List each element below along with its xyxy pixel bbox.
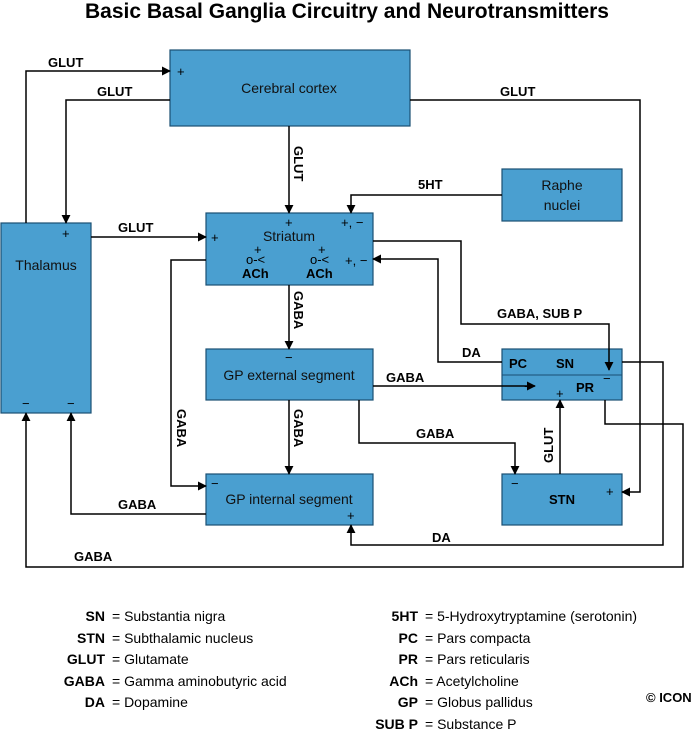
gp-internal-box <box>205 473 374 526</box>
ach-left-synapse: o-< <box>246 252 265 267</box>
edge-sn-striatum-da <box>372 254 502 363</box>
legend-abbr: PC <box>398 629 418 646</box>
legend-abbr: GLUT <box>66 651 105 667</box>
legend-definition: = 5-Hydroxytryptamine (serotonin) <box>425 608 638 624</box>
stn-box <box>501 473 623 526</box>
legend-definition: = Glutamate <box>112 651 189 667</box>
sign-thalamus-minus-right: − <box>67 396 75 411</box>
legend-definition: = Dopamine <box>112 694 188 710</box>
legend-definition: = Gamma aminobutyric acid <box>112 672 287 689</box>
stn-label: STN <box>549 492 575 507</box>
label-gaba-sn-thalamus: GABA <box>74 549 113 564</box>
gpe-label: GP external segment <box>223 367 354 383</box>
sign-sn-minus-left: − <box>524 379 532 394</box>
sign-cortex-plus: + <box>177 64 185 79</box>
label-glut-cortex-stn: GLUT <box>500 84 535 99</box>
edge-gpi-thalamus <box>66 412 206 515</box>
ach-right-label: ACh <box>306 266 333 281</box>
legend-abbr: PR <box>398 651 418 667</box>
sign-gpi-plus: + <box>347 508 355 523</box>
raphe-label-line1: Raphe <box>541 177 582 193</box>
label-gaba-subp: GABA, SUB P <box>497 306 583 321</box>
edge-thalamus-cortex <box>25 66 171 223</box>
edge-striatum-sn <box>373 240 614 371</box>
thalamus-label: Thalamus <box>15 257 76 273</box>
sign-stn-minus: − <box>511 476 519 491</box>
sign-striatum-plusminus-top: +, − <box>341 215 363 230</box>
legend-definition: = Substantia nigra <box>112 608 226 624</box>
label-gaba-striatum-gpi: GABA <box>174 409 189 448</box>
ach-right-synapse: o-< <box>310 252 329 267</box>
legend-abbr: 5HT <box>391 608 418 624</box>
label-glut-stn-sn: GLUT <box>541 428 556 463</box>
edge-striatum-gpi <box>170 259 207 491</box>
edge-cortex-stn <box>410 99 641 497</box>
label-gaba-gpi-thalamus: GABA <box>118 497 157 512</box>
legend-definition: = Pars reticularis <box>425 651 530 667</box>
legend-abbr: DA <box>84 694 105 710</box>
ach-right-synapse-plus: + <box>318 242 326 257</box>
sign-gpe-minus: − <box>285 350 293 365</box>
legend-definition: = Globus pallidus <box>425 694 533 710</box>
copyright: © ICON <box>646 690 692 705</box>
cerebral-cortex-box <box>169 49 411 127</box>
label-glut-cortex-thalamus: GLUT <box>97 84 132 99</box>
label-glut-thalamus-striatum: GLUT <box>118 220 153 235</box>
legend-definition: = Pars compacta <box>425 629 531 646</box>
raphe-label-line2: nuclei <box>544 197 581 213</box>
sn-label: SN <box>556 356 574 371</box>
label-da-sn-gpi: DA <box>432 530 451 545</box>
sign-striatum-plus-left: + <box>211 230 219 245</box>
legend-definition: = Subthalamic nucleus <box>112 629 254 646</box>
sign-gpi-minus: − <box>211 476 219 491</box>
sign-sn-minus-right: − <box>603 371 611 386</box>
sign-striatum-plusminus-right: +, − <box>345 253 367 268</box>
raphe-nuclei-box <box>501 168 623 222</box>
label-da-sn-striatum: DA <box>462 345 481 360</box>
page-title: Basic Basal Ganglia Circuitry and Neurot… <box>84 0 609 23</box>
striatum-label: Striatum <box>263 228 315 244</box>
label-gaba-striatum-gpe: GABA <box>291 291 306 330</box>
label-gaba-gpe-stn: GABA <box>416 426 455 441</box>
edge-sn-thalamus <box>21 400 684 568</box>
label-glut-cortex-striatum: GLUT <box>291 146 306 181</box>
edge-cortex-thalamus <box>61 99 170 224</box>
sign-thalamus-plus: + <box>62 226 70 241</box>
ach-left-synapse-plus: + <box>254 242 262 257</box>
striatum-box <box>205 212 374 286</box>
sign-striatum-plus-top: + <box>285 215 293 230</box>
legend-abbr: GABA <box>63 672 105 689</box>
cortex-label: Cerebral cortex <box>241 80 337 96</box>
pr-label: PR <box>576 380 595 395</box>
legend-abbr: SN <box>85 608 105 624</box>
sign-thalamus-minus-left: − <box>22 396 30 411</box>
sign-stn-plus: + <box>606 484 614 499</box>
thalamus-box <box>0 222 92 414</box>
edge-gpe-stn <box>358 400 520 475</box>
label-gaba-gpe-sn: GABA <box>386 370 425 385</box>
legend-definition: = Substance P <box>425 715 517 732</box>
legend-abbr: SUB P <box>375 715 418 732</box>
label-glut-thalamus-cortex: GLUT <box>48 55 83 70</box>
legend-definition: = Acetylcholine <box>425 672 519 689</box>
label-gaba-gpe-gpi: GABA <box>291 409 306 448</box>
edge-sn-gpi-da <box>346 361 664 546</box>
legend-abbr: ACh <box>389 672 418 689</box>
legend-abbr: STN <box>77 629 105 646</box>
gpi-label: GP internal segment <box>225 491 352 507</box>
edge-raphe-striatum <box>346 194 502 214</box>
label-5ht: 5HT <box>418 177 443 192</box>
sign-sn-plus: + <box>556 386 564 401</box>
ach-left-label: ACh <box>242 266 269 281</box>
pc-label: PC <box>509 356 528 371</box>
legend-abbr: GP <box>397 694 418 710</box>
